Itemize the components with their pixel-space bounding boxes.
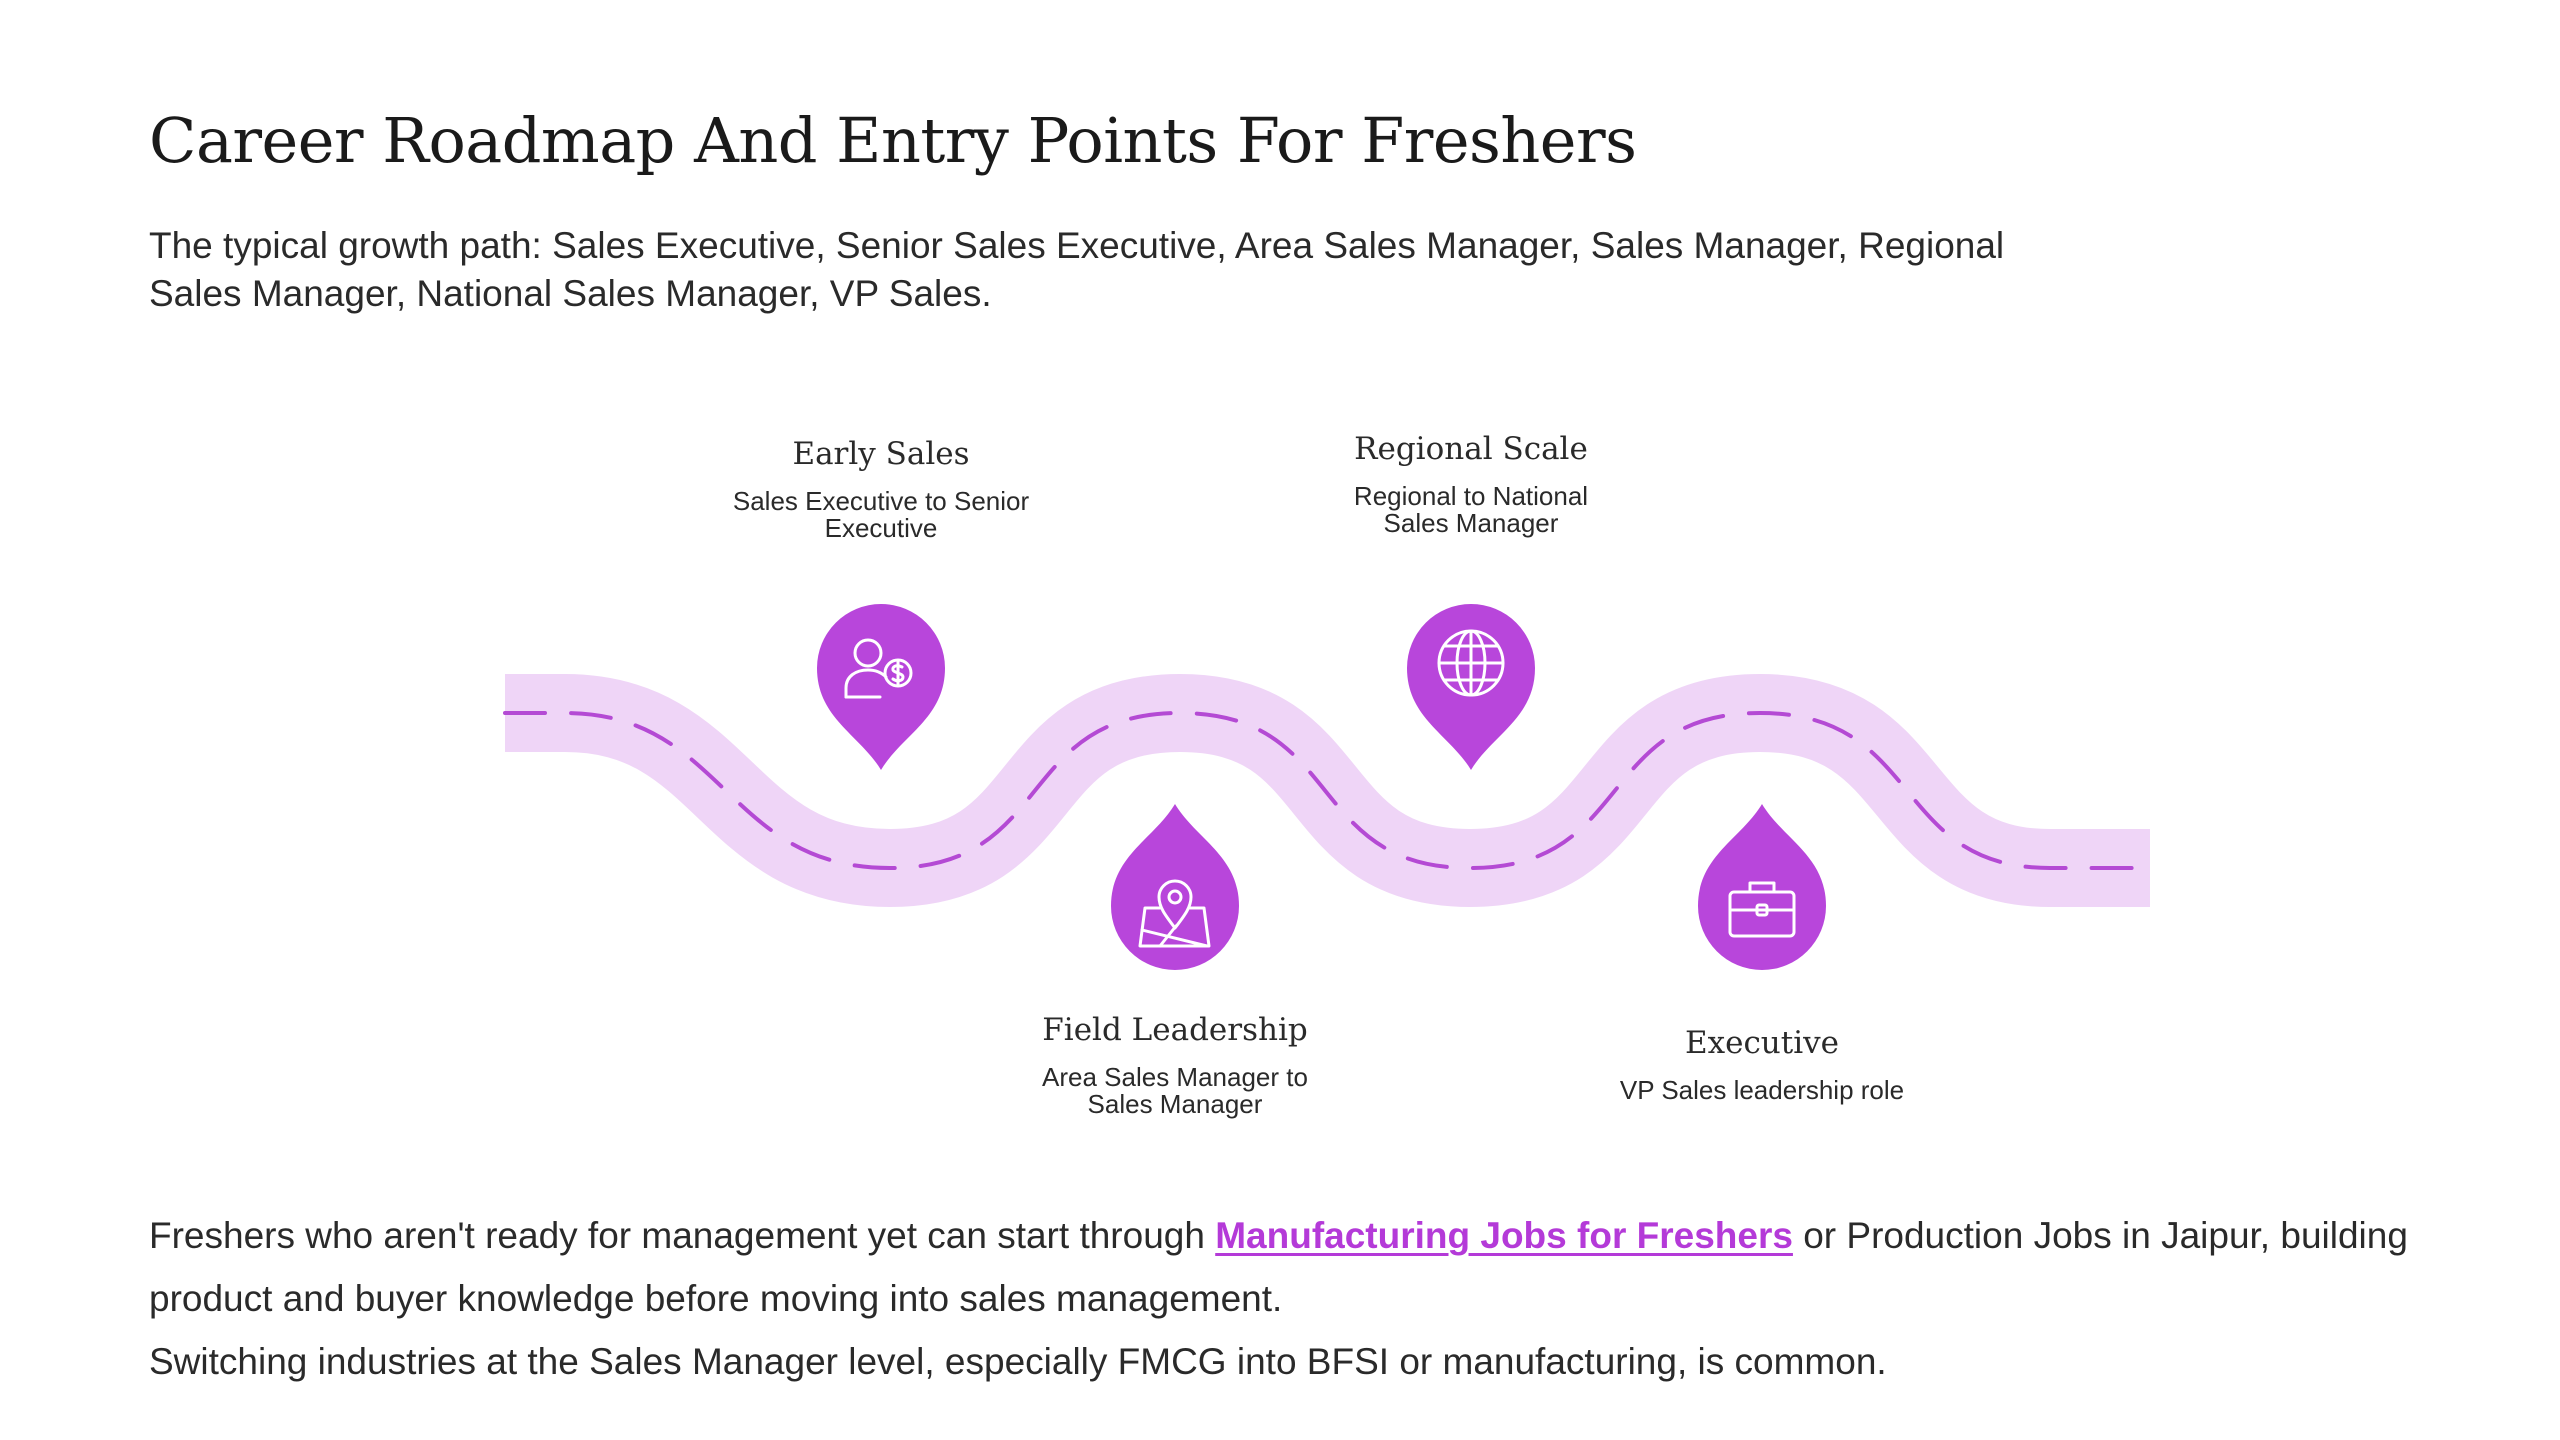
stage-desc: Regional to National Sales Manager [1353, 481, 1589, 538]
stage-title: Regional Scale [1354, 431, 1588, 467]
stage-desc: Sales Executive to Senior Executive [732, 486, 1030, 543]
stage-title: Field Leadership [1042, 1012, 1308, 1048]
stage-field-leadership: Field Leadership Area Sales Manager to S… [965, 1010, 1385, 1118]
article-body: Freshers who aren't ready for management… [149, 0, 2411, 1440]
stage-regional-scale: Regional Scale Regional to National Sale… [1261, 429, 1681, 537]
body-text: Freshers who aren't ready for management… [149, 1204, 2411, 1393]
article: Career Roadmap And Entry Points For Fres… [149, 0, 2411, 1440]
page-title: Career Roadmap And Entry Points For Fres… [149, 104, 1637, 177]
manufacturing-jobs-link[interactable]: Manufacturing Jobs for Freshers [1215, 1215, 1793, 1256]
stage-executive: Executive VP Sales leadership role [1552, 1023, 1972, 1104]
paragraph-entry: Freshers who aren't ready for management… [149, 1204, 2411, 1330]
stage-early-sales: Early Sales Sales Executive to Senior Ex… [671, 434, 1091, 542]
stage-title: Executive [1684, 1025, 1840, 1061]
stage-title: Early Sales [792, 436, 970, 472]
paragraph-switching: Switching industries at the Sales Manage… [149, 1341, 1887, 1382]
stage-desc: Area Sales Manager to Sales Manager [1042, 1062, 1308, 1119]
paragraph-text-start: Freshers who aren't ready for management… [149, 1215, 1216, 1256]
intro-text: The typical growth path: Sales Executive… [149, 225, 2005, 314]
paragraph-text-end: or Production Jobs in Jaipur, building p… [149, 1215, 2408, 1319]
stage-desc: VP Sales leadership role [1619, 1075, 1905, 1105]
